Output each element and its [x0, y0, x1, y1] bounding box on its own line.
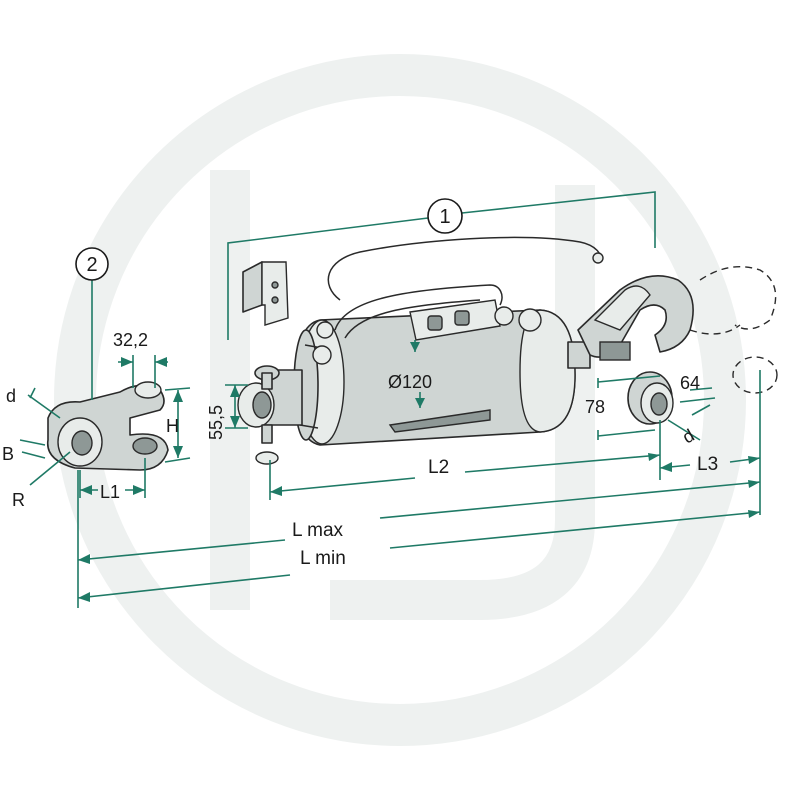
dashed-catch-outline — [689, 265, 778, 394]
cylinder-body — [293, 309, 576, 446]
label-fork-R: R — [12, 490, 25, 510]
loose-ball — [627, 371, 674, 425]
label-ball-64: 64 — [680, 373, 700, 393]
label-fork-H: H — [166, 416, 179, 436]
callout-1-label: 1 — [439, 206, 450, 228]
hook-end — [577, 274, 694, 361]
label-fork-L1: L1 — [100, 482, 120, 502]
label-cylinder-diameter: Ø120 — [388, 372, 432, 392]
label-L2: L2 — [428, 457, 449, 478]
label-ball-78: 78 — [585, 397, 605, 417]
fork-end — [46, 381, 169, 471]
label-fork-d: d — [6, 386, 16, 406]
callout-2-label: 2 — [86, 254, 97, 276]
label-L-max: L max — [292, 520, 344, 541]
callout-2: 2 — [75, 247, 109, 281]
mounting-bracket — [242, 261, 289, 326]
ball-end-left — [237, 365, 303, 465]
hydraulic-top-link — [237, 236, 778, 465]
dimension-lines — [19, 191, 761, 608]
label-fork-B: B — [2, 444, 14, 464]
hose-loop — [327, 236, 601, 301]
label-L3: L3 — [697, 454, 718, 475]
label-L-min: L min — [300, 548, 346, 569]
label-fork-gap: 32,2 — [113, 330, 148, 350]
callout-1: 1 — [427, 198, 463, 234]
label-ball-height: 55,5 — [206, 405, 226, 440]
valve-block — [312, 284, 542, 365]
